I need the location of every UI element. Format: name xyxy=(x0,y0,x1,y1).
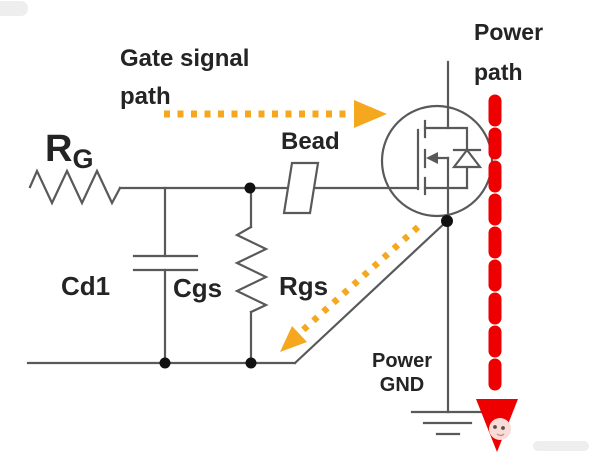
gate-signal-arrowhead-icon xyxy=(354,100,387,128)
rg-resistor xyxy=(28,168,122,206)
mosfet-body-circle xyxy=(380,104,494,218)
power-path-label-line2: path xyxy=(474,59,523,85)
watermark-smudge xyxy=(533,441,589,451)
gate-signal-path-arrows xyxy=(164,100,421,352)
power-path-arrow xyxy=(476,94,518,452)
corner-artifact xyxy=(0,1,28,16)
power-gnd-label-line1: Power xyxy=(371,350,433,372)
junction-dot xyxy=(441,215,453,227)
bead-label: Bead xyxy=(281,128,340,155)
mosfet-drain-link xyxy=(423,126,469,152)
power-path-label-line1: Power xyxy=(474,19,544,45)
cgs-capacitor-label: Cgs xyxy=(173,273,223,303)
rgs-resistor xyxy=(234,225,269,314)
watermark-face-icon xyxy=(489,418,511,440)
gate-signal-path-label-line2: path xyxy=(120,83,171,110)
rg-resistor-label: RG xyxy=(45,128,94,174)
mosfet-body-diode xyxy=(451,148,483,190)
mosfet-body-arrowhead xyxy=(426,152,438,164)
rg-label-subscript: G xyxy=(72,144,94,174)
junction-dot xyxy=(159,357,171,369)
power-path-label: Power path xyxy=(474,12,543,92)
power-gnd-label-line2: GND xyxy=(379,374,425,396)
source-diagonal-wire xyxy=(293,219,449,365)
ground-symbol xyxy=(410,410,485,436)
gate-signal-path-label-line1: Gate signal xyxy=(120,45,250,72)
rgs-resistor-label: Rgs xyxy=(279,271,329,301)
rg-label-main: R xyxy=(45,128,73,170)
junction-dot xyxy=(245,357,257,369)
junction-dot xyxy=(244,182,256,194)
cd1-capacitor-label: Cd1 xyxy=(61,271,111,301)
bead-component xyxy=(282,161,320,215)
gate-signal-path-label: Gate signal path xyxy=(120,40,249,116)
gate-return-arrowhead-icon xyxy=(280,326,307,352)
junction-dots xyxy=(159,182,453,369)
power-gnd-label: Power GND xyxy=(360,349,444,397)
